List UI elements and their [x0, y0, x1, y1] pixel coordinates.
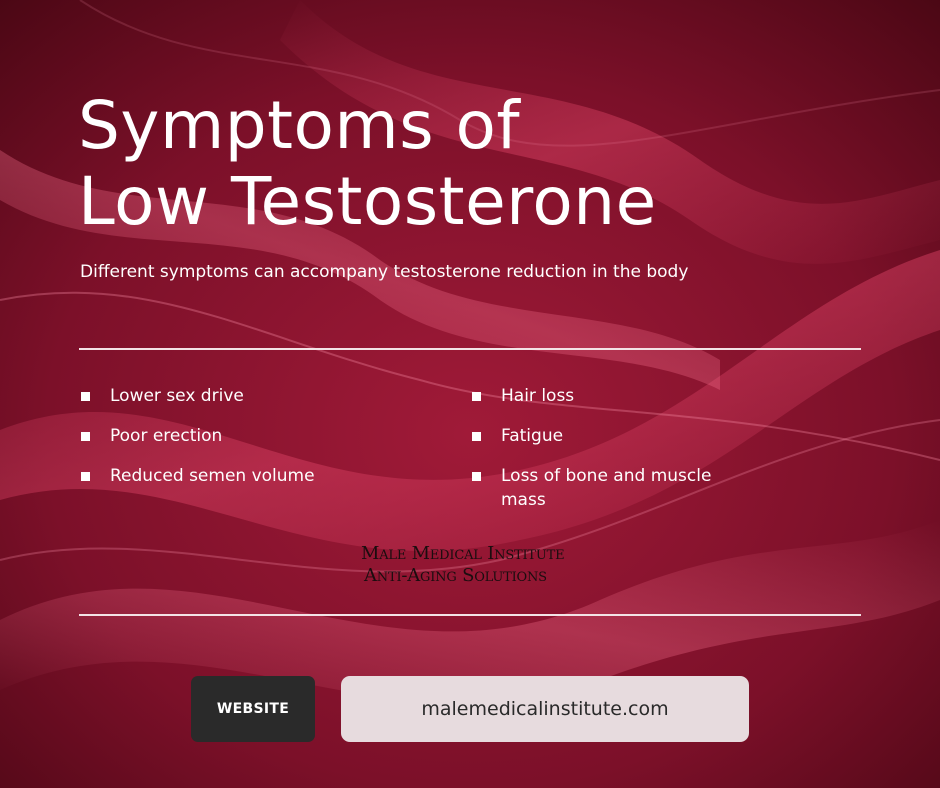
subtitle: Different symptoms can accompany testost… [80, 262, 689, 282]
list-item: Poor erection [80, 424, 315, 448]
divider-top [79, 348, 861, 350]
logo-line-2: Anti-Aging Solutions [364, 565, 547, 586]
logo-line-1: Male Medical Institute [361, 543, 565, 564]
list-item: Reduced semen volume [80, 464, 315, 488]
divider-bottom [79, 614, 861, 616]
symptom-label: Lower sex drive [110, 386, 244, 406]
list-item: Loss of bone and muscle mass [471, 464, 761, 512]
website-button[interactable]: WEBSITE [191, 676, 315, 742]
symptom-label: Reduced semen volume [110, 466, 315, 486]
brand-logo: Male Medical Institute Anti-Aging Soluti… [361, 543, 565, 587]
symptom-label: Loss of bone and muscle mass [501, 466, 712, 510]
page-title: Symptoms of Low Testosterone [78, 88, 657, 240]
square-bullet-icon [81, 432, 90, 441]
square-bullet-icon [472, 432, 481, 441]
symptom-label: Hair loss [501, 386, 575, 406]
website-url-link[interactable]: malemedicalinstitute.com [341, 676, 749, 742]
symptom-label: Poor erection [110, 426, 223, 446]
title-line-1: Symptoms of [78, 87, 521, 164]
symptom-list-right: Hair loss Fatigue Loss of bone and muscl… [471, 384, 761, 528]
list-item: Lower sex drive [80, 384, 315, 408]
symptom-label: Fatigue [501, 426, 564, 446]
square-bullet-icon [81, 392, 90, 401]
list-item: Fatigue [471, 424, 761, 448]
title-line-2: Low Testosterone [78, 163, 657, 240]
list-item: Hair loss [471, 384, 761, 408]
symptom-list-left: Lower sex drive Poor erection Reduced se… [80, 384, 315, 504]
square-bullet-icon [472, 392, 481, 401]
square-bullet-icon [81, 472, 90, 481]
square-bullet-icon [472, 472, 481, 481]
